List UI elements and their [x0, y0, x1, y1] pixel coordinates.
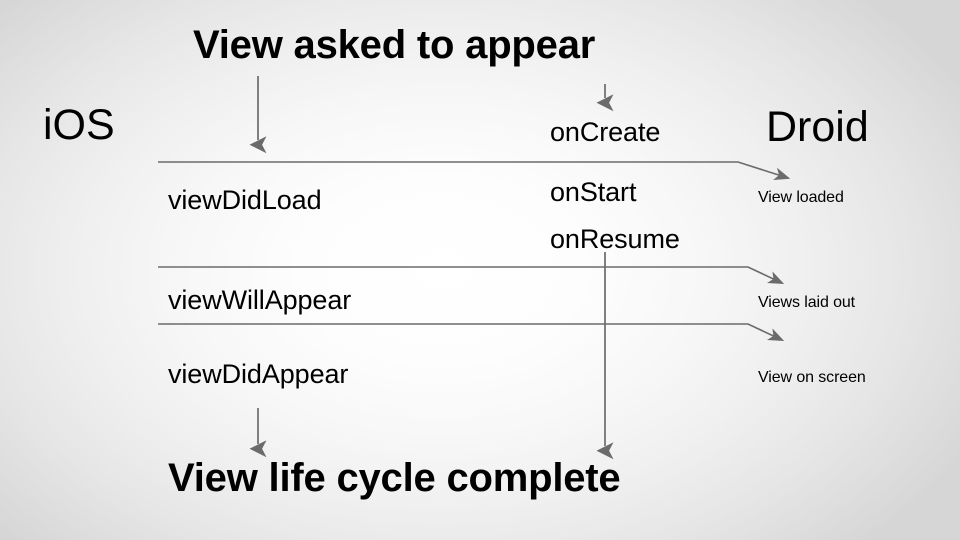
- ios-method-view-will-appear: viewWillAppear: [168, 285, 352, 315]
- page-title-bottom: View life cycle complete: [168, 456, 621, 500]
- state-label-views-laid-out: Views laid out: [758, 294, 856, 311]
- state-label-view-loaded: View loaded: [758, 189, 844, 206]
- ios-method-view-did-load: viewDidLoad: [168, 185, 322, 215]
- platform-label-droid: Droid: [766, 103, 869, 151]
- state-label-view-on-screen: View on screen: [758, 369, 866, 386]
- page-title-top: View asked to appear: [193, 23, 596, 67]
- ios-method-view-did-appear: viewDidAppear: [168, 359, 349, 389]
- android-callback-on-create: onCreate: [550, 117, 661, 147]
- android-callback-on-start: onStart: [550, 177, 637, 207]
- lifecycle-rule-views-laid-out: [158, 266, 785, 285]
- android-callback-on-resume: onResume: [550, 224, 680, 254]
- platform-label-ios: iOS: [43, 101, 115, 149]
- lifecycle-rule-view-loaded: [158, 161, 791, 180]
- lifecycle-rule-view-on-screen: [158, 323, 785, 342]
